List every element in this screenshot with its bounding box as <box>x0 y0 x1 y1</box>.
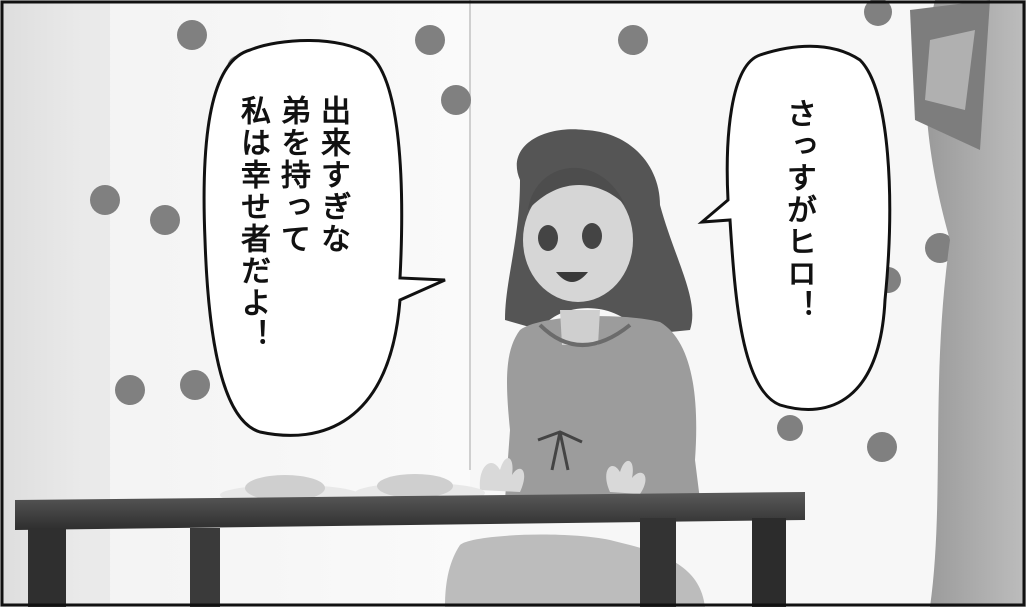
girl-body <box>505 316 700 500</box>
girl-bow <box>537 430 583 471</box>
table-leg-3 <box>640 518 676 607</box>
table-top <box>15 492 805 530</box>
girl-hand-right <box>606 460 646 494</box>
girl-face <box>523 178 633 302</box>
speech-text-left: 出来すぎな 弟を持って 私は幸せ者だよ！ <box>232 95 352 351</box>
girl-neck <box>560 310 600 345</box>
speech-text-right: さっすがヒロ！ <box>778 98 818 322</box>
foreground-figure <box>910 0 1026 607</box>
girl-collar <box>538 323 632 347</box>
speech-line: 私は幸せ者だよ！ <box>235 95 270 351</box>
girl-eye-left <box>538 225 558 251</box>
speech-line: 出来すぎな <box>315 95 350 255</box>
speech-bubble-right <box>697 44 892 411</box>
speech-line: 弟を持って <box>275 95 310 255</box>
girl-bangs <box>528 167 625 210</box>
table-leg-1 <box>28 528 66 607</box>
girl-mouth <box>556 272 588 282</box>
speech-line: さっすがヒロ！ <box>781 98 816 322</box>
low-table <box>15 492 805 607</box>
speech-bubble-left <box>202 39 446 437</box>
table-leg-4 <box>752 518 786 607</box>
girl-hand-left <box>479 458 525 492</box>
table-leg-2 <box>190 528 220 607</box>
girl-eye-right <box>582 223 602 249</box>
